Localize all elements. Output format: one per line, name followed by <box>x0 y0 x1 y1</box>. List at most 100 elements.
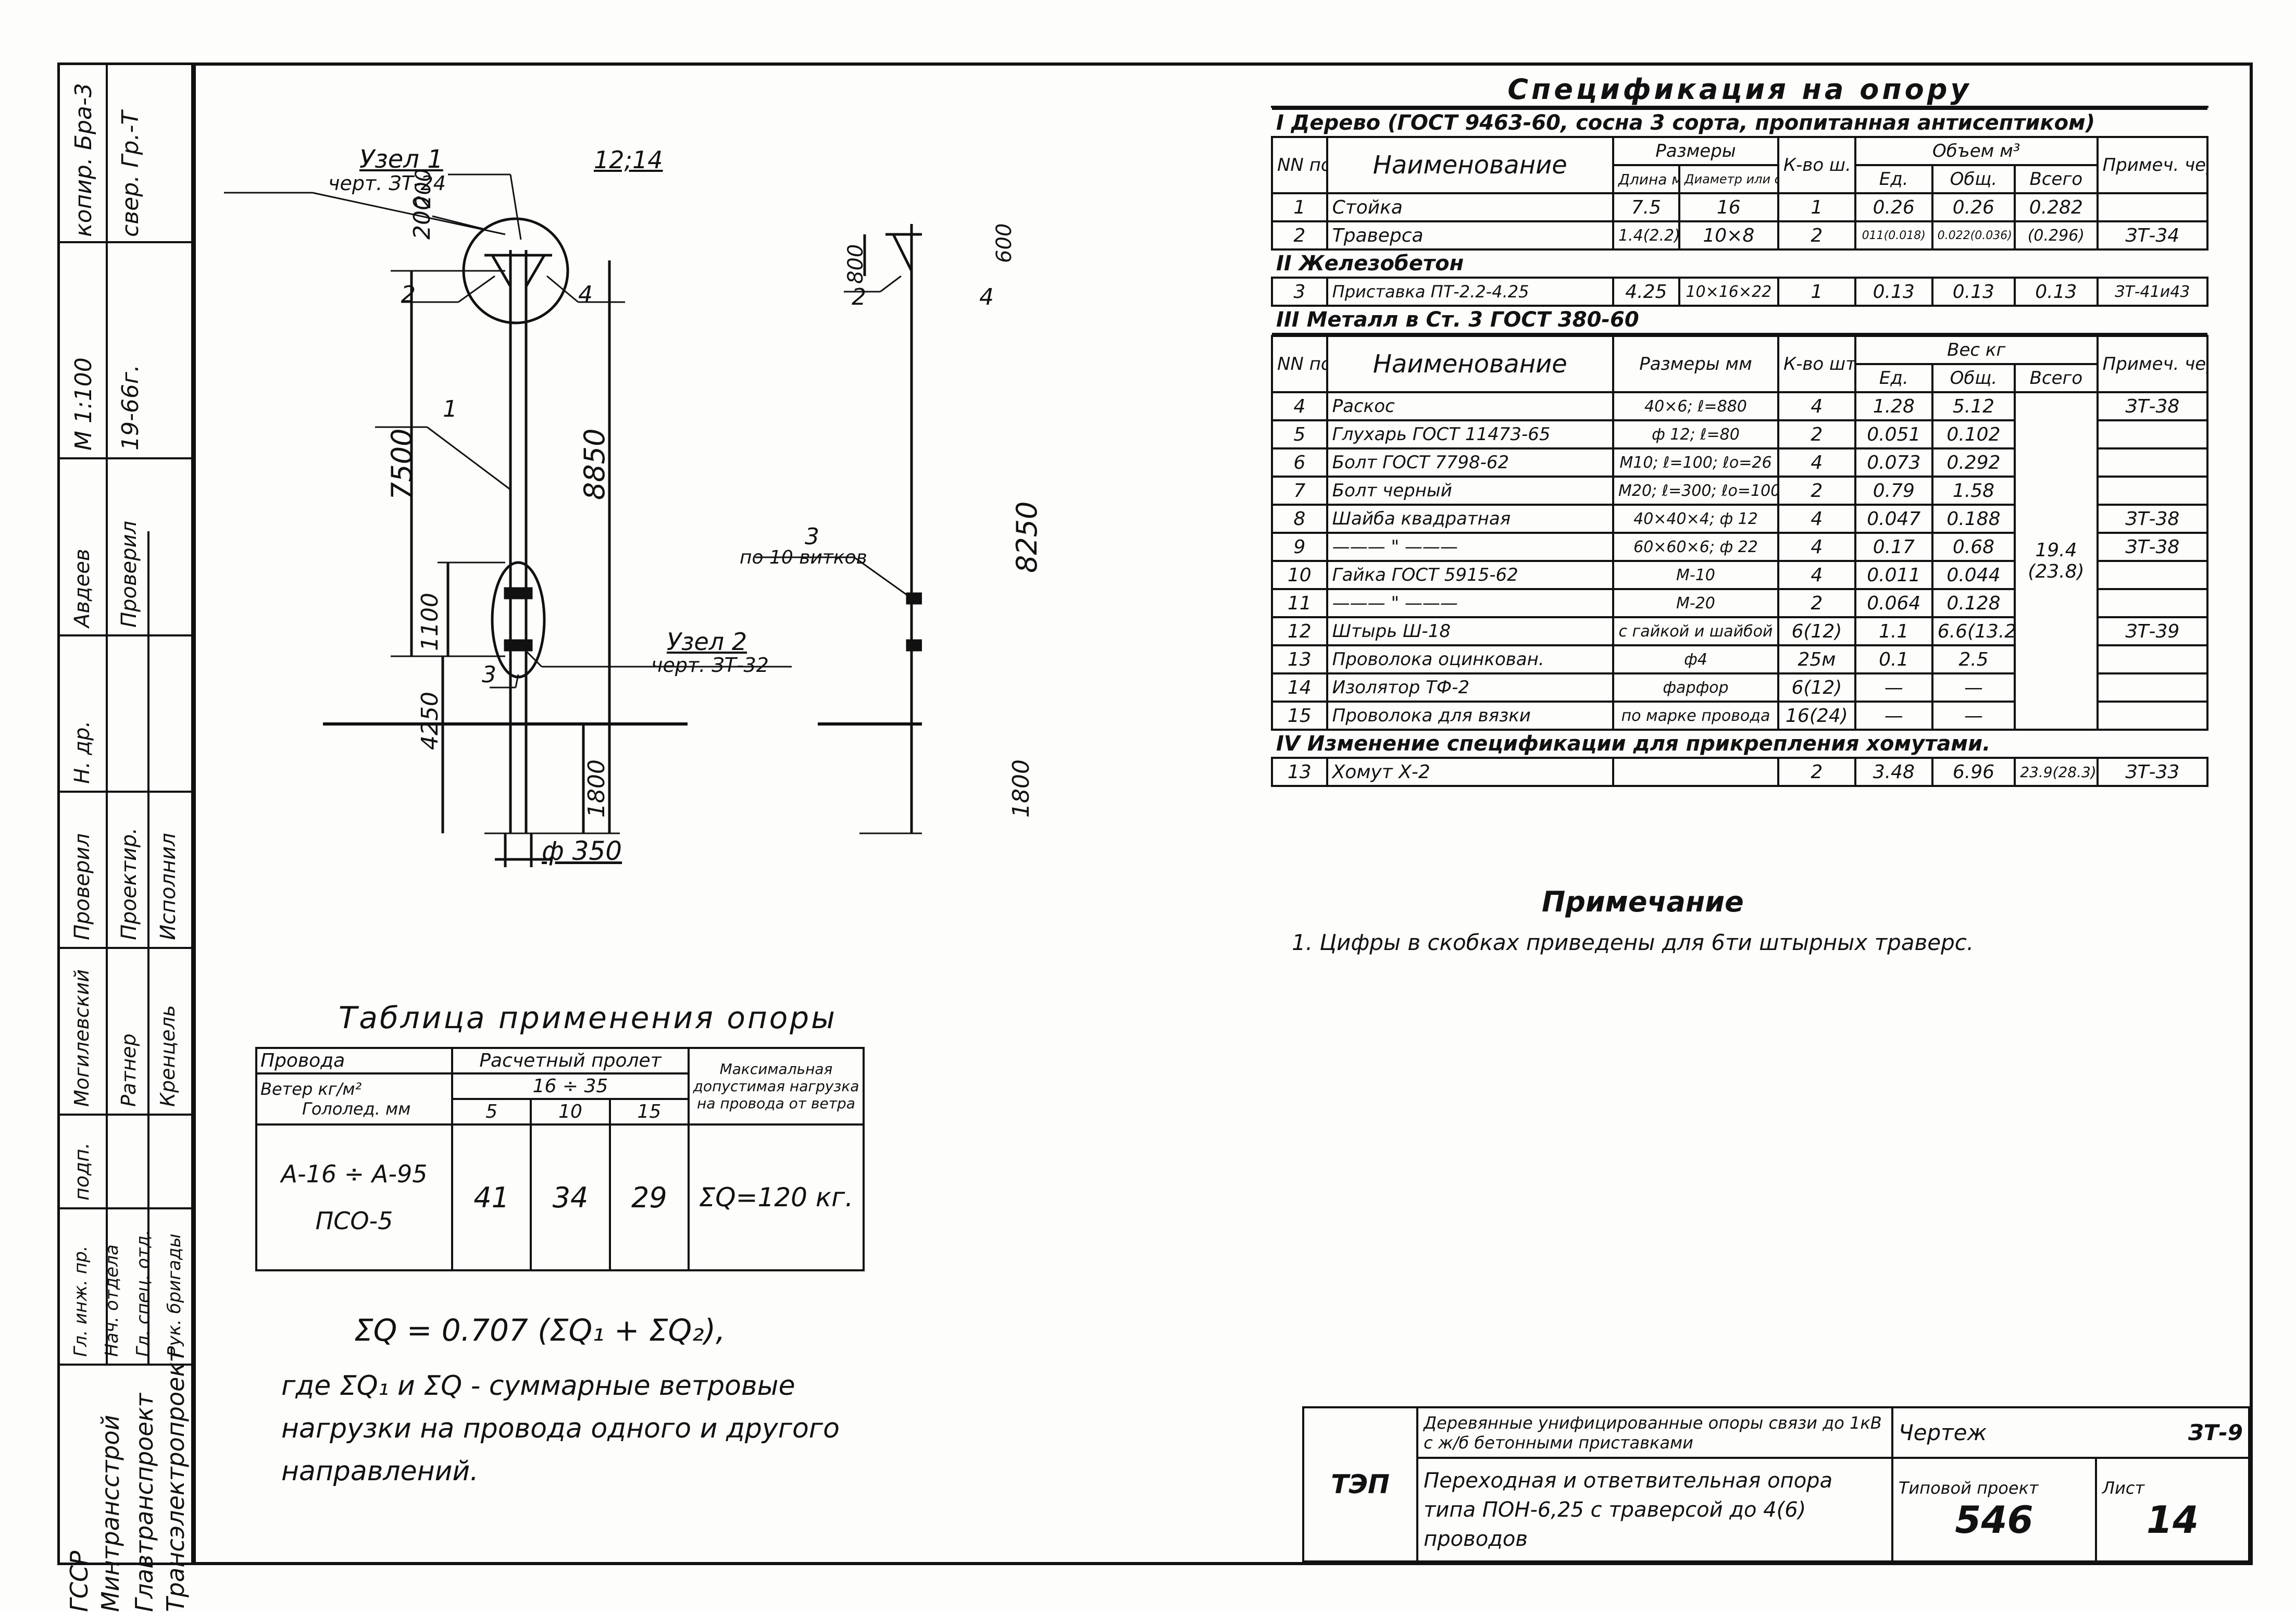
cell <box>2096 672 2209 703</box>
spec-h-name: Наименование <box>1326 136 1614 194</box>
cell: 25м <box>1777 644 1856 674</box>
pos-2: 2 <box>401 281 416 308</box>
pos-2b: 2 <box>852 284 866 310</box>
cell <box>2096 644 2209 674</box>
cell: 011(0.018) <box>1854 220 1933 251</box>
node2-label: Узел 2 <box>667 628 747 656</box>
cell: ф4 <box>1612 644 1779 674</box>
dim-200: 200 <box>409 196 435 240</box>
cell: 40×40×4; ф 12 <box>1612 504 1779 534</box>
dim-8850: 8850 <box>578 428 611 500</box>
cell: 14 <box>1271 672 1328 703</box>
cell <box>2096 192 2209 222</box>
cell: 0.17 <box>1854 532 1933 562</box>
cell: 2 <box>1777 588 1856 618</box>
cell: 0.073 <box>1854 447 1933 478</box>
cell: 9 <box>1271 532 1328 562</box>
wire-a: А-16 ÷ А-95 <box>281 1160 428 1188</box>
cell <box>2096 419 2209 449</box>
tb-sheet-label: Лист <box>2102 1478 2145 1498</box>
spec-sec3: III Металл в Ст. 3 ГОСТ 380-60 <box>1272 305 2207 335</box>
cell: — <box>1854 701 1933 731</box>
cell: 0.047 <box>1854 504 1933 534</box>
formula-note: где ΣQ₁ и ΣQ - суммарные ветровые нагруз… <box>281 1370 840 1487</box>
cell: 0.188 <box>1931 504 2016 534</box>
tb-project: Типовой проект 546 <box>1891 1457 2098 1563</box>
cell: 0.13 <box>2014 277 2099 307</box>
tb-drawing-label: Чертеж <box>1898 1420 1987 1446</box>
cell: 4 <box>1777 560 1856 590</box>
cell: 11 <box>1271 588 1328 618</box>
cell: 1.1 <box>1854 616 1933 646</box>
spec-h-len: Длина м <box>1612 164 1680 194</box>
metal-h-nn: NN поз. <box>1271 335 1328 393</box>
cell: 5.12 <box>1931 391 2016 421</box>
cell: 7 <box>1271 476 1328 506</box>
note-title: Примечание <box>1542 885 1744 918</box>
apply-span-range: 16 ÷ 35 <box>451 1072 690 1100</box>
cell: 2 <box>1777 220 1856 251</box>
cell: 0.102 <box>1931 419 2016 449</box>
cell: Проволока оцинкован. <box>1326 644 1615 674</box>
cell: 0.26 <box>1931 192 2016 222</box>
formula: ΣQ = 0.707 (ΣQ₁ + ΣQ₂), <box>354 1313 726 1348</box>
dim-7500: 7500 <box>385 428 418 500</box>
pos-1: 1 <box>443 396 457 422</box>
tb-sheet-no: 14 <box>2146 1497 2199 1542</box>
tb-desc1: Деревянные унифицированные опоры связи д… <box>1416 1406 1893 1459</box>
spec-h-all: Всего <box>2014 164 2099 194</box>
cell: Гайка ГОСТ 5915-62 <box>1326 560 1615 590</box>
cell: 23.9(28.3) <box>2014 757 2099 787</box>
apply-h-max: Максимальная допустимая нагрузка на пров… <box>688 1047 865 1126</box>
apply-wind-label: Ветер кг/м² <box>260 1079 362 1099</box>
cell <box>2096 588 2209 618</box>
cell: — <box>1931 701 2016 731</box>
drawing-frame <box>193 63 2253 1565</box>
cell: ЗТ-38 <box>2096 504 2209 534</box>
cell: Болт черный <box>1326 476 1615 506</box>
dim-800: 800 <box>844 244 868 284</box>
cell: ЗТ-38 <box>2096 391 2209 421</box>
cell: Изолятор ТФ-2 <box>1326 672 1615 703</box>
apply-title: Таблица применения опоры <box>339 1000 837 1035</box>
spec-concrete-row: 3 Приставка ПТ-2.2-4.25 4.25 10×16×22 1 … <box>1271 277 2209 307</box>
dim-1100: 1100 <box>417 593 443 651</box>
cell: 6(12) <box>1777 616 1856 646</box>
spec-h-vol: Объем м³ <box>1854 136 2099 166</box>
spec-sec1: I Дерево (ГОСТ 9463-60, сосна 3 сорта, п… <box>1272 108 2207 138</box>
cell: 16(24) <box>1777 701 1856 731</box>
cell: М-10 <box>1612 560 1779 590</box>
node1-label: Узел 1 <box>359 145 443 174</box>
cell: 10 <box>1271 560 1328 590</box>
cell: 0.051 <box>1854 419 1933 449</box>
cell: Проволока для вязки <box>1326 701 1615 731</box>
cell: — <box>1854 672 1933 703</box>
cell: Траверса <box>1326 220 1614 251</box>
cell: 12 <box>1271 616 1328 646</box>
dim-1800b: 1800 <box>1008 759 1034 818</box>
cell <box>2096 701 2209 731</box>
dim-200-label: 200 <box>411 168 435 208</box>
tb-drawing-no: ЗТ-9 <box>2188 1420 2243 1446</box>
cell: 2 <box>1777 757 1856 787</box>
dim-600: 600 <box>992 223 1016 263</box>
cell <box>1612 757 1779 787</box>
title-block: ТЭП Деревянные унифицированные опоры свя… <box>1302 1406 2251 1563</box>
apply-max: ΣQ=120 кг. <box>688 1123 865 1271</box>
dim-8250: 8250 <box>1010 501 1043 573</box>
cell: 2.5 <box>1931 644 2016 674</box>
cell: 0.292 <box>1931 447 2016 478</box>
cell: 6.6(13.2) <box>1931 616 2016 646</box>
spec-h-sizes: Размеры <box>1612 136 1779 166</box>
cell: 0.128 <box>1931 588 2016 618</box>
cell: фарфор <box>1612 672 1779 703</box>
spec-h-nn: NN поз. <box>1271 136 1328 194</box>
cell: 6(12) <box>1777 672 1856 703</box>
cell: Раскос <box>1326 391 1615 421</box>
cell <box>2096 476 2209 506</box>
